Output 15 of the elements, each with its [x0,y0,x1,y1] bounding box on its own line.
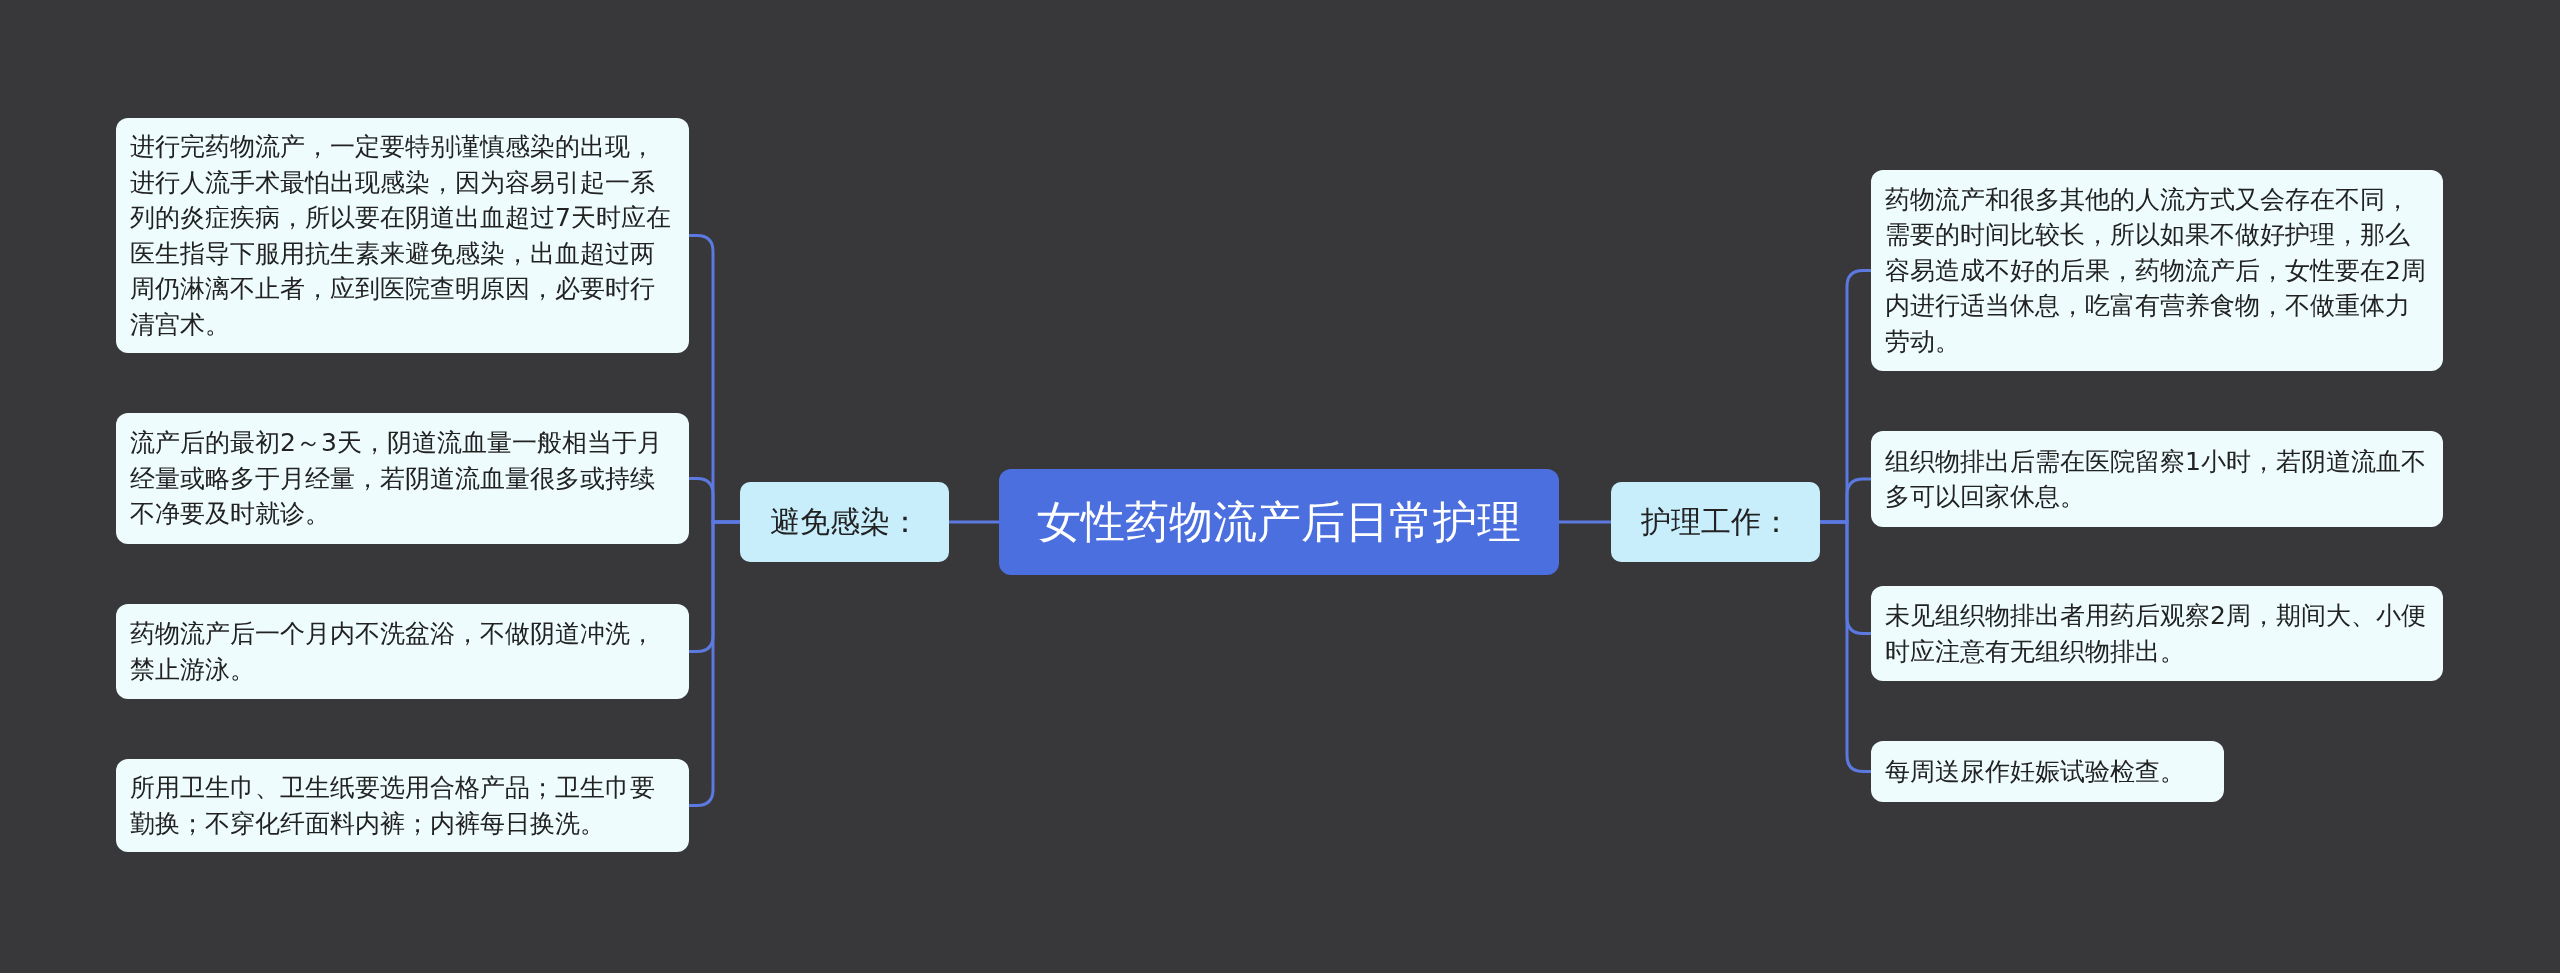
text-box: 每周送尿作妊娠试验检查。 [1871,741,2224,802]
subtopic-box: 避免感染： [740,482,949,562]
text-box: 药物流产后一个月内不洗盆浴，不做阴道冲洗，禁止游泳。 [116,604,689,699]
text-box: 进行完药物流产，一定要特别谨慎感染的出现，进行人流手术最怕出现感染，因为容易引起一系列的炎症疾病，所以要在阴道出血超过7天时应在医生指导下服用抗生素来避免感染，出血超过两周仍淋漓不止者，应到医院查明原因，必要时行清宫术。 [116,118,689,353]
text-box: 组织物排出后需在医院留察1小时，若阴道流血不多可以回家休息。 [1871,431,2443,527]
connector-line [1820,520,1871,773]
connector-line [1559,520,1611,524]
connector-line [689,520,740,807]
text-box: 所用卫生巾、卫生纸要选用合格产品；卫生巾要勤换；不穿化纤面料内裤；内裤每日换洗。 [116,759,689,852]
text-box: 药物流产和很多其他的人流方式又会存在不同，需要的时间比较长，所以如果不做好护理，那么容易造成不好的后果，药物流产后，女性要在2周内进行适当休息，吃富有营养食物，不做重体力劳动。 [1871,170,2443,371]
connector-line [949,520,999,524]
topic-box: 女性药物流产后日常护理 [999,469,1559,575]
text-box: 流产后的最初2～3天，阴道流血量一般相当于月经量或略多于月经量，若阴道流血量很多或持续不净要及时就诊。 [116,413,689,544]
text-box: 未见组织物排出者用药后观察2周，期间大、小便时应注意有无组织物排出。 [1871,586,2443,681]
subtopic-box: 护理工作： [1611,482,1820,562]
